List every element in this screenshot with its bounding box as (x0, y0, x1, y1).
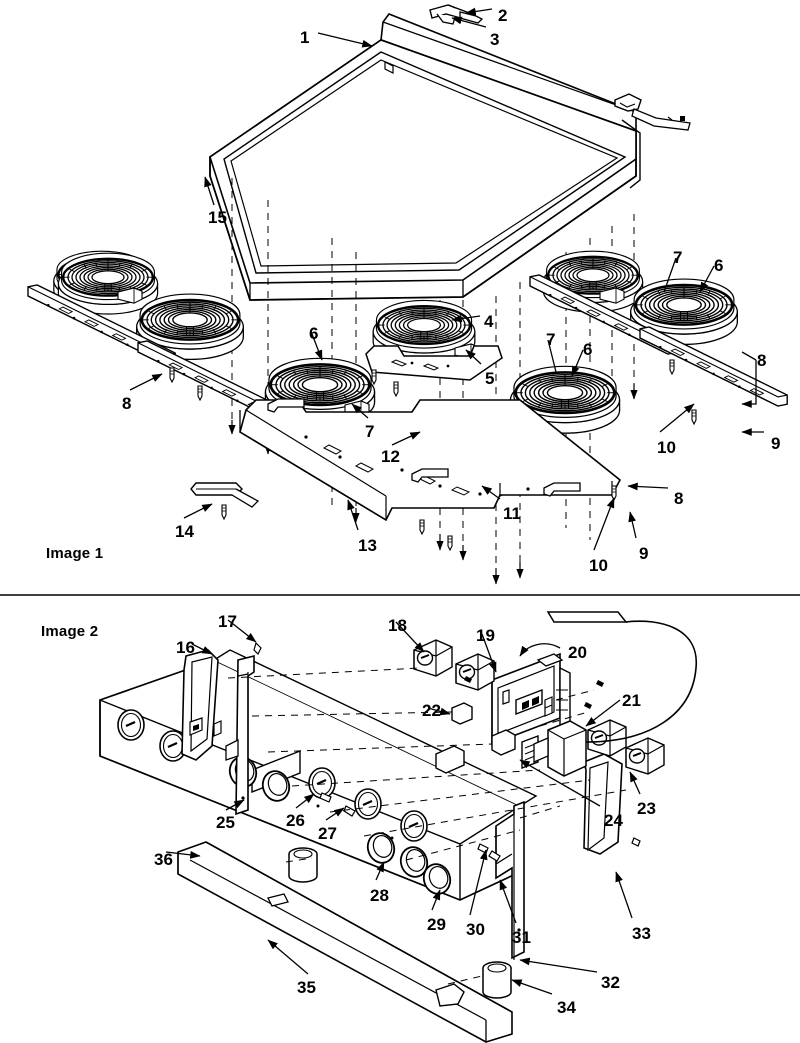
panel2-guide-lines (227, 667, 627, 985)
callout-mounting-screw-front: 9 (639, 544, 649, 563)
callout-knob-retaining-screw: 27 (318, 824, 337, 843)
callout-element-support-rail: 12 (381, 447, 400, 466)
callout-surface-element-front-right: 6 (583, 340, 593, 359)
callout-hinge-receptacle-upper: 2 (498, 6, 508, 25)
panel-label-image-1: Image 1 (46, 545, 104, 562)
callout-end-cap-screw-left: 17 (218, 612, 237, 631)
callout-ground-screw: 13 (358, 536, 377, 555)
callout-mounting-screw-right: 9 (771, 434, 781, 453)
callout-surface-element-front-center: 11 (503, 504, 521, 523)
callout-console-trim-screw: 30 (466, 920, 485, 939)
callout-control-knob-skirt: 26 (286, 811, 305, 830)
cooktop-main-top (209, 13, 641, 301)
callout-ground-strap: 14 (175, 522, 194, 541)
callout-cooktop-side-edge-trim: 15 (208, 208, 227, 227)
callout-console-end-cap-right: 33 (632, 924, 651, 943)
callout-control-knob-front-left: 28 (370, 886, 389, 905)
lower-front-trim-rail (177, 841, 513, 1043)
callout-console-support-panel-right: 32 (601, 973, 620, 992)
callout-surface-element-left: 6 (309, 324, 319, 343)
hinge-bracket-right (614, 93, 691, 131)
callout-surface-element-large-right: 6 (714, 256, 724, 275)
callout-cooktop-glass-main-top: 1 (300, 28, 310, 47)
console-end-cap-left (181, 649, 219, 761)
callout-control-board-mounting-bracket: 20 (568, 643, 587, 662)
callout-element-support-bracket-front: 8 (674, 489, 684, 508)
callout-retainer-clip-right: 10 (657, 438, 676, 457)
hinge-hardware-top (429, 4, 484, 25)
callout-element-support-bracket-right: 8 (757, 351, 767, 370)
callout-retainer-clip-front: 10 (589, 556, 608, 575)
callout-indicator-light: 22 (422, 701, 441, 720)
leveling-legs (288, 847, 512, 999)
oven-temperature-sensor-harness (533, 611, 697, 777)
callout-element-terminal-block-center: 7 (546, 330, 556, 349)
callout-membrane-switch-connector: 24 (604, 811, 623, 830)
callout-element-terminal-block-right: 7 (673, 248, 683, 267)
callout-element-terminal-block-left: 7 (365, 422, 375, 441)
element-support-chassis-right (365, 345, 503, 381)
callout-trim-rail-screw: 36 (154, 850, 173, 869)
ground-strap (190, 482, 260, 508)
callout-element-support-bracket-left: 8 (122, 394, 132, 413)
callout-switch-right-rear: 23 (637, 799, 656, 818)
callout-leveling-leg: 34 (557, 998, 576, 1017)
callout-console-end-cap-left: 16 (176, 638, 195, 657)
callout-control-knob-front-center: 29 (427, 915, 446, 934)
panel2-leaders (165, 619, 641, 995)
callout-surface-element-switch-infinite: 18 (388, 616, 407, 635)
console-support-panel-left (225, 654, 255, 816)
panel-label-image-2: Image 2 (41, 623, 99, 640)
callout-oven-temperature-sensor-harness: 21 (622, 691, 641, 710)
element-support-chassis (239, 398, 622, 522)
callout-surface-element-rear-left: 4 (484, 312, 494, 331)
console-support-panel-right (495, 800, 525, 960)
callout-hinge-screw: 3 (490, 30, 500, 49)
callout-console-support-panel-left: 25 (216, 813, 235, 832)
console-end-cap-right (583, 753, 623, 855)
callout-element-terminal-receptacle: 5 (485, 369, 495, 388)
panel1-leaders (129, 7, 764, 551)
electronic-oven-control-board (491, 652, 571, 746)
callout-electronic-oven-control-board: 19 (476, 626, 495, 645)
callout-lower-front-trim-rail: 35 (297, 978, 316, 997)
callout-console-front-panel: 31 (512, 928, 531, 947)
